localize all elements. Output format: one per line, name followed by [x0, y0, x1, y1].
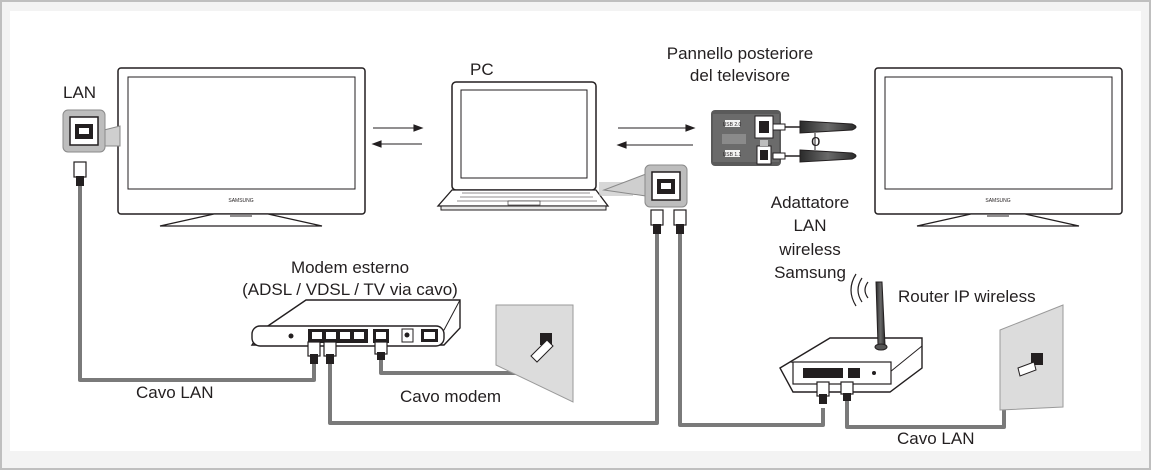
modem-label-line2: (ADSL / VDSL / TV via cavo): [242, 280, 458, 299]
usb-port-label-1: USB 2.0: [723, 122, 742, 128]
arrows-pc-tv: [616, 124, 696, 149]
rear-panel-label-line2: del televisore: [689, 66, 791, 85]
tv-left: [117, 67, 366, 227]
cable-pc-router: [678, 234, 825, 427]
adapter-label-line1: Adattatore: [770, 193, 850, 212]
modem-cable-label: Cavo modem: [400, 387, 502, 406]
tv-rear-panel: [711, 110, 781, 166]
router-label: Router IP wireless: [898, 287, 1036, 306]
arrows-tv-pc: [371, 124, 424, 148]
pc-label: PC: [470, 60, 494, 79]
lan-cable-left-label: Cavo LAN: [136, 383, 214, 402]
modem-label-line1: Modem esterno: [290, 258, 410, 277]
wall-socket-router: [999, 304, 1064, 411]
usb-port-label-2: USB 1.1: [723, 152, 742, 158]
lan-port-callout-left: [62, 109, 121, 153]
lan-port-label: LAN: [63, 83, 97, 102]
lan-cable-right-label: Cavo LAN: [897, 429, 975, 448]
adapter-label-line3: wireless: [779, 240, 841, 259]
external-modem: [250, 299, 461, 347]
or-label: o: [811, 131, 821, 150]
tv-left-brand: SAMSUNG: [228, 198, 253, 204]
lan-port-callout-pc: [602, 164, 688, 208]
wireless-signal-icon: [850, 273, 869, 307]
wireless-dongles: [772, 120, 857, 163]
cable-modem-pc: [328, 234, 659, 425]
adapter-label-line4: Samsung: [774, 263, 846, 282]
cable-lan-left: [78, 186, 316, 382]
rj45-plugs-modem: [307, 341, 388, 364]
rj45-plug-left: [73, 161, 87, 186]
pc-laptop: [436, 81, 633, 211]
wireless-router: [779, 281, 923, 393]
tv-right-brand: SAMSUNG: [985, 198, 1010, 204]
wall-socket-modem: [495, 304, 574, 403]
tv-right: [874, 67, 1123, 227]
rear-panel-label-line1: Pannello posteriore: [666, 44, 814, 63]
adapter-label-line2: LAN: [793, 216, 827, 235]
rj45-plugs-pc: [650, 209, 687, 234]
rj45-plugs-router: [816, 381, 854, 404]
